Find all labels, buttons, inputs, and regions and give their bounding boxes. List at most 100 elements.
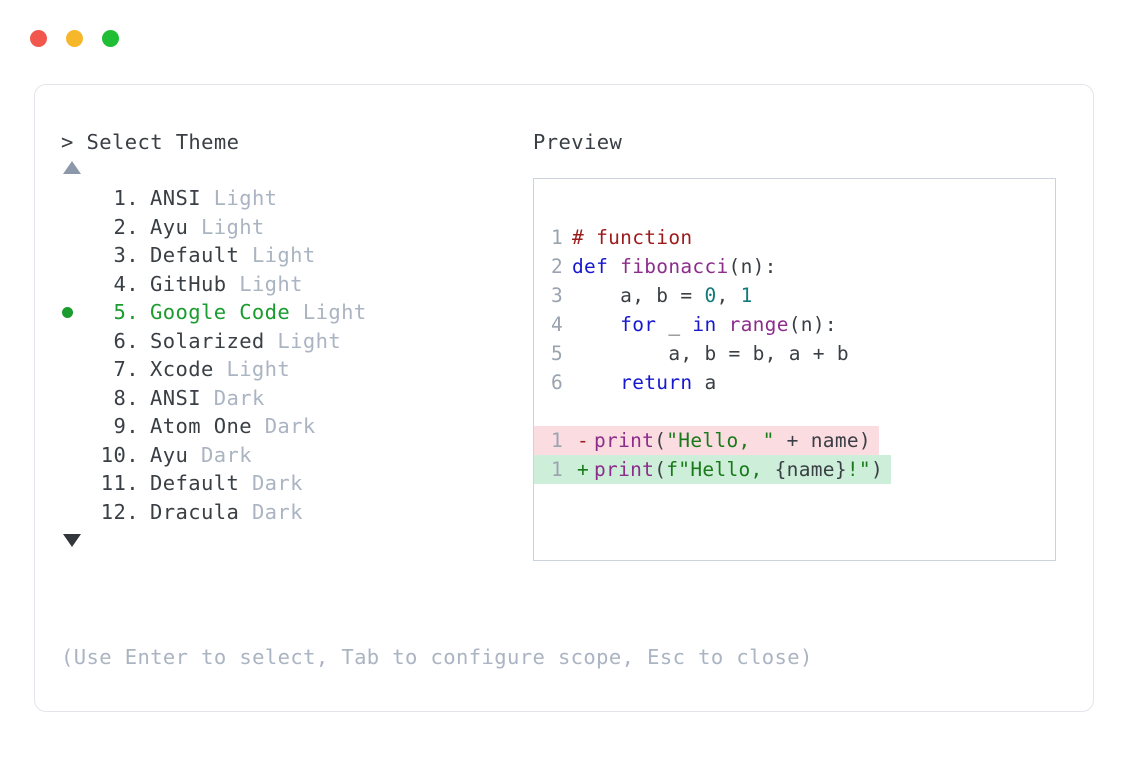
theme-item-number: 6. xyxy=(113,328,139,353)
theme-item-variant: Dark xyxy=(251,471,303,495)
theme-item-label: Default Light xyxy=(150,241,316,270)
selection-bullet-slot xyxy=(61,384,93,413)
code-token-string: !" xyxy=(846,458,871,481)
theme-item-variant: Light xyxy=(226,357,291,381)
code-token-keyword: def xyxy=(572,255,621,278)
theme-list-item[interactable]: 6.Solarized Light xyxy=(61,327,531,356)
diff-line-text: print(f"Hello, {name}!") xyxy=(594,455,891,484)
theme-item-label: Google Code Light xyxy=(150,298,367,327)
selection-bullet-slot xyxy=(61,441,93,470)
code-spacer xyxy=(534,397,1055,426)
theme-item-label: GitHub Light xyxy=(150,270,303,299)
code-token-plain: , xyxy=(716,284,741,307)
close-button[interactable] xyxy=(30,29,47,47)
selection-bullet-slot xyxy=(61,184,93,213)
code-token-keyword: return xyxy=(620,371,693,394)
selection-bullet-slot xyxy=(61,241,93,270)
code-token-func: fibonacci xyxy=(620,255,729,278)
window-titlebar xyxy=(0,0,1129,76)
theme-item-label: Ayu Light xyxy=(150,213,265,242)
code-line-number: 5 xyxy=(550,342,563,365)
triangle-down-icon[interactable] xyxy=(63,534,81,547)
theme-item-number: 7. xyxy=(113,357,139,381)
theme-list-item[interactable]: 11.Default Dark xyxy=(61,469,531,498)
code-line-number: 3 xyxy=(550,284,563,307)
selection-bullet-slot xyxy=(61,213,93,242)
theme-item-number: 2. xyxy=(113,214,139,239)
theme-list-item[interactable]: 1. ANSI Light xyxy=(61,184,531,213)
selection-bullet-slot xyxy=(61,355,93,384)
code-line: 2 def fibonacci(n): xyxy=(534,252,1055,281)
theme-item-variant: Dark xyxy=(264,414,316,438)
code-line-number: 2 xyxy=(550,255,563,278)
diff-line-addition: 1 +print(f"Hello, {name}!") xyxy=(534,455,892,484)
code-line-number: 1 xyxy=(550,226,563,249)
theme-item-variant: Light xyxy=(277,328,342,353)
theme-item-label: ANSI Dark xyxy=(150,384,265,413)
code-line-text: a, b = b, a + b xyxy=(572,339,849,368)
code-token-number: 0 xyxy=(704,284,717,307)
code-line-number: 6 xyxy=(550,371,563,394)
theme-item-label: Default Dark xyxy=(150,469,303,498)
selection-bullet-slot xyxy=(61,298,93,327)
theme-item-name: Ayu xyxy=(150,442,201,467)
code-token-plain: ( xyxy=(654,458,667,481)
theme-item-label: Ayu Dark xyxy=(150,441,252,470)
prompt-caret-icon: > xyxy=(61,130,74,154)
code-token-plain xyxy=(572,371,620,394)
maximize-button[interactable] xyxy=(102,29,119,47)
theme-item-name: Ayu xyxy=(150,214,201,239)
theme-list-item[interactable]: 12. Dracula Dark xyxy=(61,498,531,527)
theme-list-item[interactable]: 3. Default Light xyxy=(61,241,531,270)
code-line-text: # function xyxy=(572,223,692,252)
theme-item-number: 4. xyxy=(113,271,139,296)
selection-bullet-slot xyxy=(61,327,93,356)
theme-item-number: 1. xyxy=(113,186,139,210)
preview-label: Preview xyxy=(533,130,623,154)
selected-bullet-icon xyxy=(62,306,73,318)
code-line-text: return a xyxy=(572,368,717,397)
theme-list-item[interactable]: 7. Xcode Light xyxy=(61,355,531,384)
theme-item-name: Dracula xyxy=(150,499,252,524)
theme-item-variant: Dark xyxy=(213,385,265,410)
theme-item-name: GitHub xyxy=(150,271,240,296)
theme-list-item[interactable]: 2. Ayu Light xyxy=(61,213,531,242)
code-token-number: 1 xyxy=(740,284,753,307)
diff-marker-icon: + xyxy=(576,458,590,481)
minimize-button[interactable] xyxy=(66,29,83,47)
theme-item-variant: Light xyxy=(213,186,278,210)
code-token-plain: a, b = xyxy=(572,284,705,307)
code-line: 6 return a xyxy=(534,368,1055,397)
triangle-up-icon[interactable] xyxy=(63,161,81,174)
theme-list-item[interactable]: 4. GitHub Light xyxy=(61,270,531,299)
theme-item-number: 12. xyxy=(100,499,139,524)
code-token-plain xyxy=(717,313,729,336)
theme-list-item[interactable]: 10.Ayu Dark xyxy=(61,441,531,470)
theme-item-name: Google Code xyxy=(150,300,303,324)
theme-list-item[interactable]: 5. Google Code Light xyxy=(61,298,531,327)
theme-item-label: ANSI Light xyxy=(150,184,277,213)
theme-item-label: Dracula Dark xyxy=(150,498,303,527)
theme-item-name: Xcode xyxy=(150,357,227,381)
theme-item-number: 5. xyxy=(113,300,139,324)
code-token-plain: + name) xyxy=(774,429,871,452)
code-token-plain: a, b = b, a + b xyxy=(572,342,849,365)
code-token-func: range xyxy=(728,313,789,336)
theme-list-item[interactable]: 9.Atom One Dark xyxy=(61,412,531,441)
code-token-comment: # function xyxy=(572,226,693,249)
theme-item-variant: Light xyxy=(239,271,303,296)
selection-bullet-slot xyxy=(61,412,93,441)
code-line: 1 # function xyxy=(534,223,1055,252)
code-line-text: def fibonacci(n): xyxy=(572,252,777,281)
theme-list-item[interactable]: 8.ANSI Dark xyxy=(61,384,531,413)
theme-item-number: 3. xyxy=(113,243,139,267)
theme-item-name: Atom One xyxy=(150,414,265,438)
code-line: 3 a, b = 0, 1 xyxy=(534,281,1055,310)
diff-line-number: 1 xyxy=(550,458,563,481)
code-token-plain: ( xyxy=(654,429,667,452)
theme-item-variant: Dark xyxy=(251,499,303,524)
